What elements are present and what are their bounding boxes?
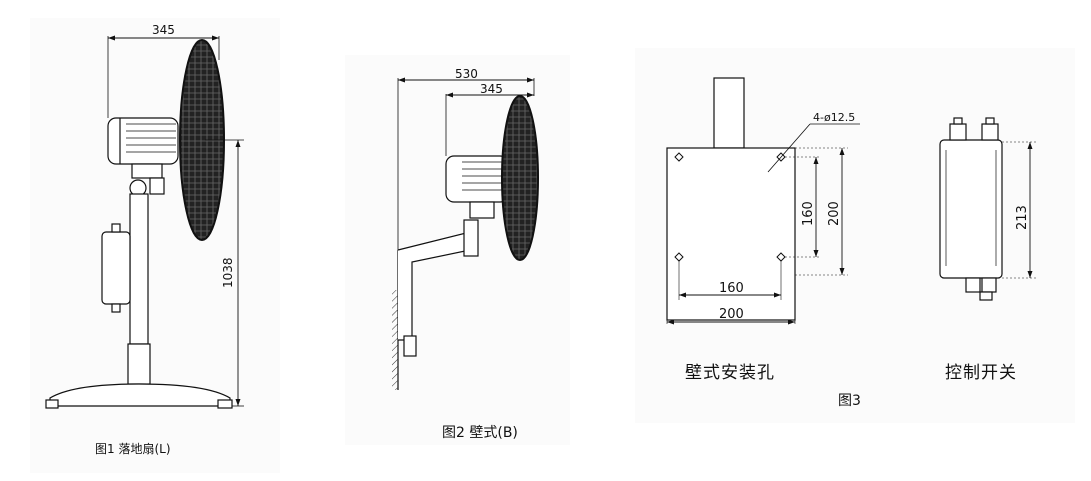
wall-fan-drawing [392,77,539,390]
control-switch-drawing [939,117,1036,301]
plate-inner-height-label: 160 [801,201,816,226]
fig1-height-label: 1038 [221,257,235,288]
plate-inner-width-label: 160 [719,281,744,296]
control-switch-label: 控制开关 [945,363,1017,383]
hole-note-label: 4-ø12.5 [813,111,855,124]
figure-3-caption: 图3 [838,393,861,409]
plate-outer-width-label: 200 [719,307,744,322]
floor-fan-drawing [45,35,244,409]
figure-1-caption: 图1 落地扇(L) [95,442,171,456]
mounting-plate-drawing [666,77,860,325]
mounting-holes-label: 壁式安装孔 [685,363,775,383]
fig1-width-label: 345 [152,23,175,37]
figure-2-caption: 图2 壁式(B) [442,425,518,441]
fig2-fan-label: 345 [480,82,503,96]
switch-height-label: 213 [1015,205,1030,230]
plate-outer-height-label: 200 [827,201,842,226]
fig2-total-label: 530 [455,67,478,81]
